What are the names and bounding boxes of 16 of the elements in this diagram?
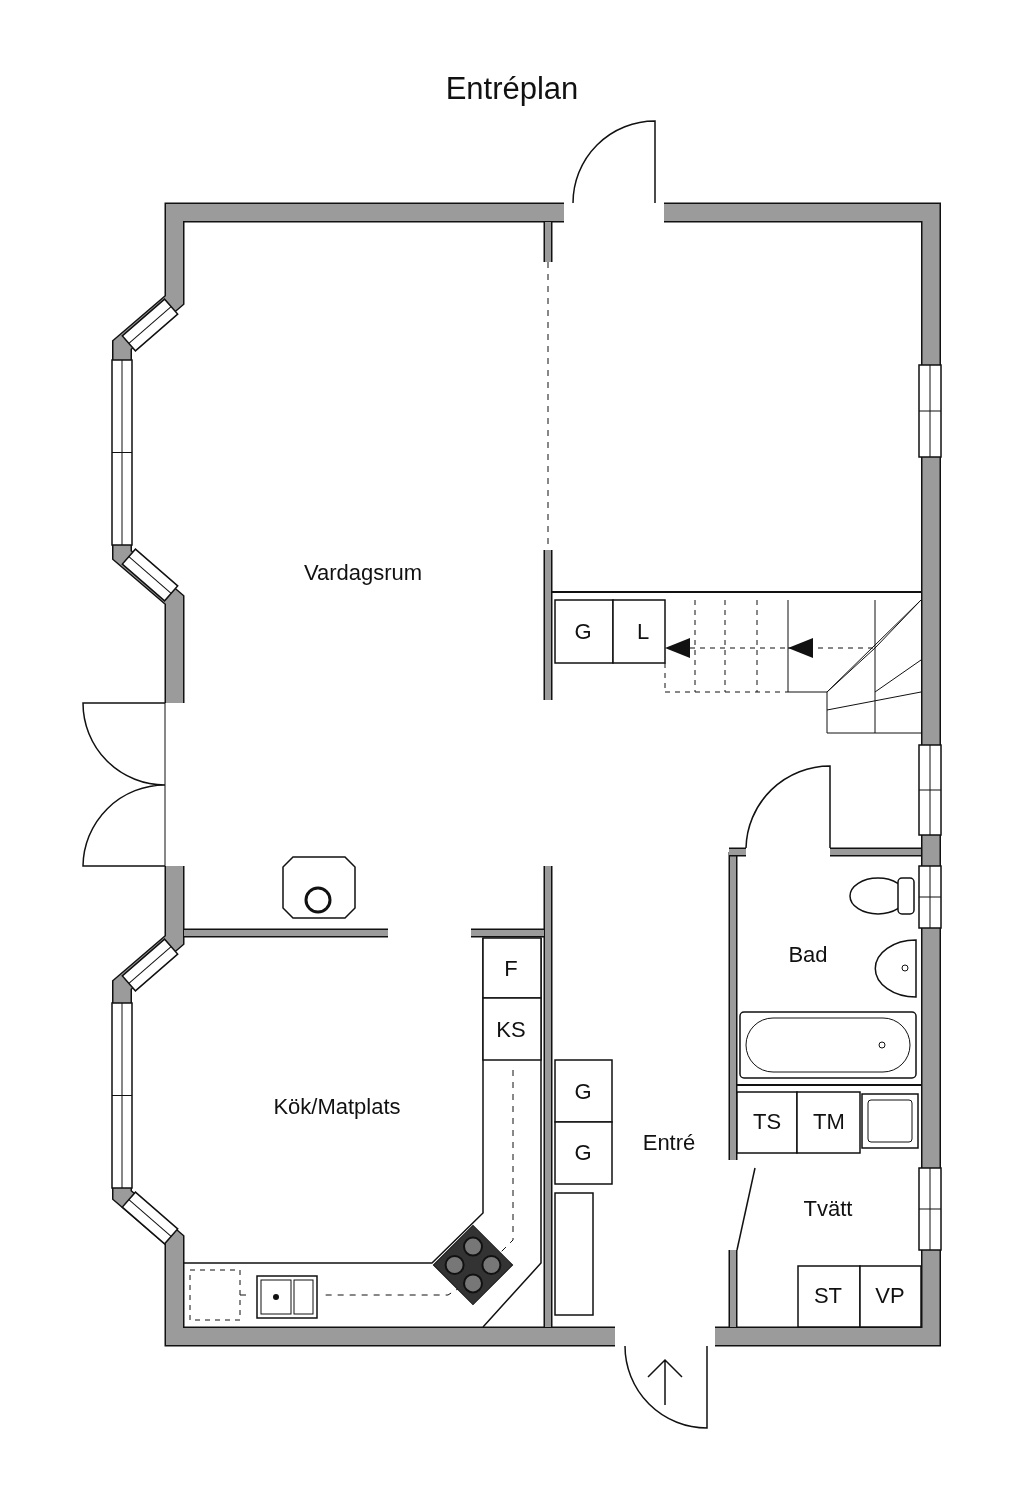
room-label: Bad: [788, 944, 828, 966]
room-label: Entré: [642, 1132, 696, 1154]
fixture-label: G: [574, 621, 592, 643]
plan-title: Entréplan: [445, 70, 579, 108]
room-label: Kök/Matplats: [273, 1096, 401, 1118]
fixture-label: KS: [496, 1019, 526, 1041]
fixture-label: VP: [875, 1285, 905, 1307]
room-label: Vardagsrum: [303, 562, 423, 584]
fixture-label: G: [574, 1142, 592, 1164]
fixture-label: TS: [752, 1111, 782, 1133]
fixture-label: ST: [813, 1285, 843, 1307]
fixture-label: G: [574, 1081, 592, 1103]
fixture-label: F: [504, 958, 518, 980]
room-label: Tvätt: [803, 1198, 853, 1220]
fixture-label: L: [636, 621, 650, 643]
fixture-label: TM: [813, 1111, 845, 1133]
